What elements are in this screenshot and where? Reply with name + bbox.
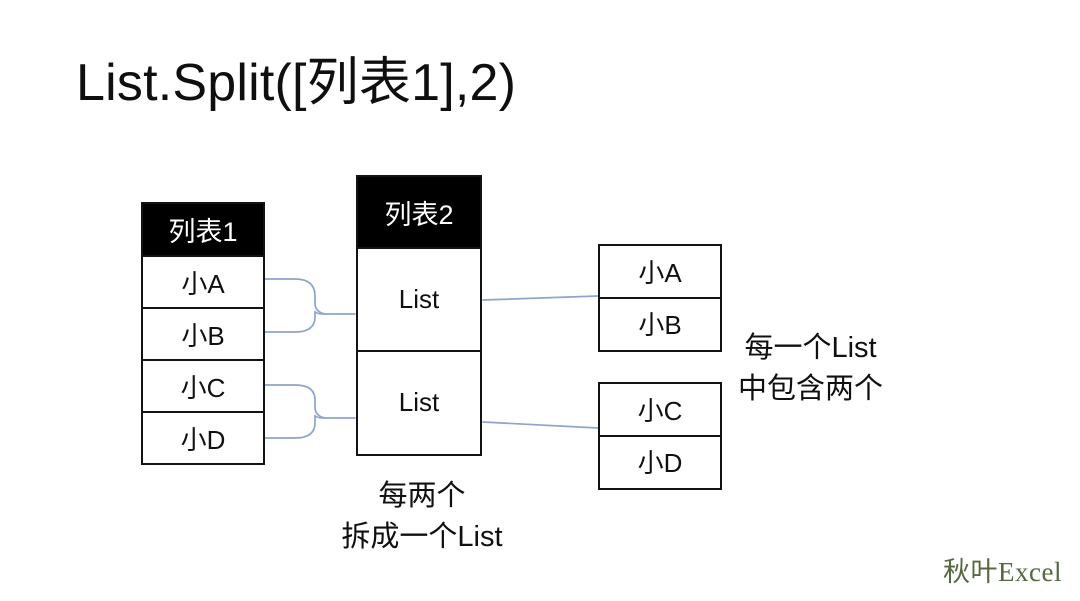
link-list1-to-output-a [482, 295, 599, 301]
table-list1-header: 列表1 [143, 204, 263, 255]
table-row: 小A [600, 246, 720, 297]
annotation-bottom-line2: 拆成一个List [341, 521, 503, 554]
brace-connector-1b [264, 310, 326, 333]
brace-connector-1 [264, 278, 356, 315]
table-row: 小C [600, 384, 720, 435]
table-row: 小D [143, 411, 263, 463]
annotation-right-line1: 每一个List [744, 332, 877, 364]
table-row: 小A [143, 255, 263, 307]
page-title: List.Split([列表1],2) [76, 54, 517, 112]
table-list2-header: 列表2 [358, 177, 480, 247]
table-row: 小B [143, 307, 263, 359]
brace-connector-2 [264, 384, 356, 419]
annotation-bottom-line1: 每两个 [378, 480, 466, 512]
annotation-bottom: 每两个 拆成一个List [288, 476, 556, 558]
table-row: 小B [600, 297, 720, 348]
table-list2: 列表2 List List [356, 175, 482, 456]
table-row: List [358, 350, 480, 453]
watermark: 秋叶Excel [943, 557, 1062, 587]
table-row: List [358, 247, 480, 350]
annotation-right-line2: 中包含两个 [738, 373, 884, 406]
brace-connector-2b [264, 414, 326, 439]
table-output-group-b: 小C 小D [598, 382, 722, 490]
table-list1: 列表1 小A 小B 小C 小D [141, 202, 265, 465]
link-list2-to-output-b [482, 421, 599, 429]
table-row: 小D [600, 435, 720, 486]
table-row: 小C [143, 359, 263, 411]
table-output-group-a: 小A 小B [598, 244, 722, 352]
annotation-right: 每一个List 中包含两个 [738, 328, 883, 410]
